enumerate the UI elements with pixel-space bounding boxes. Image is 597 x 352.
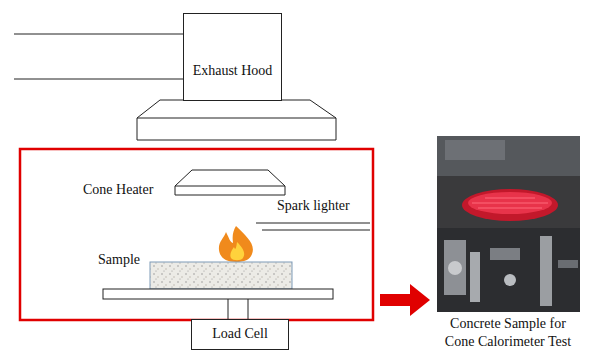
hood-box: Exhaust Hood (183, 13, 282, 101)
load-cell-stand (228, 299, 229, 320)
part-label: Cone Heater (83, 182, 153, 198)
load-cell-box: Load Cell (191, 319, 289, 350)
spark-lighter (262, 230, 370, 231)
highlight-frame (20, 149, 373, 320)
load-cell-stand (248, 299, 249, 320)
duct-line (14, 34, 183, 35)
flame (219, 226, 253, 262)
spark-lighter (256, 223, 370, 224)
part-label: Spark lighter (277, 198, 350, 214)
photo-caption: Concrete Sample for Cone Calorimeter Tes… (434, 315, 582, 351)
cone-heater (175, 170, 285, 195)
sample-photo (437, 136, 580, 312)
pointer-arrow (380, 284, 430, 316)
box-label: Exhaust Hood (193, 63, 273, 79)
sample-holder (103, 289, 333, 299)
flame-core (230, 242, 244, 260)
box-label: Load Cell (212, 326, 268, 342)
concrete-sample (150, 262, 292, 289)
hood-skirt-edge (137, 118, 336, 119)
cone-heater-edge (175, 186, 285, 187)
hood-skirt (137, 100, 336, 140)
part-label: Sample (98, 252, 140, 268)
duct-line (14, 79, 183, 80)
